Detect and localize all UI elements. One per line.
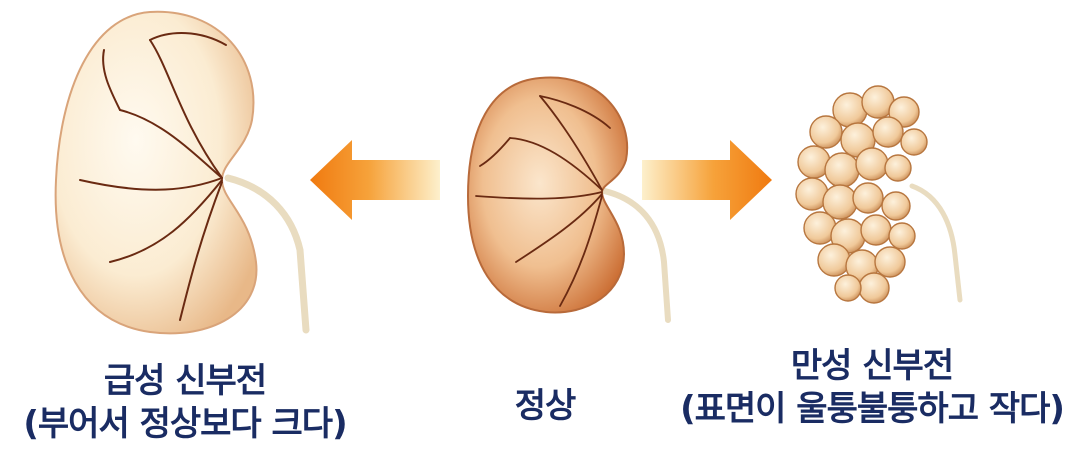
acute-caption-note: (부어서 정상보다 크다) (0, 403, 370, 446)
normal-kidney-body (468, 77, 627, 312)
arrow-left-icon (310, 140, 440, 220)
normal-kidney-illustration (468, 77, 668, 320)
chronic-caption-title: 만성 신부전 (660, 345, 1084, 388)
acute-renal-failure-caption: 급성 신부전 (부어서 정상보다 크다) (0, 360, 370, 445)
chronic-kidney-illustration (796, 86, 960, 303)
arrow-right-icon (642, 140, 772, 220)
normal-caption: 정상 (475, 385, 615, 428)
chronic-caption-note: (표면이 울퉁불퉁하고 작다) (660, 388, 1084, 431)
chronic-kidney-ureter (912, 186, 960, 300)
acute-kidney-illustration (56, 12, 306, 334)
acute-caption-title: 급성 신부전 (0, 360, 370, 403)
chronic-kidney-body (796, 86, 927, 303)
kidney-comparison-illustration (0, 0, 1084, 340)
chronic-renal-failure-caption: 만성 신부전 (표면이 울퉁불퉁하고 작다) (660, 345, 1084, 430)
acute-kidney-body (56, 12, 257, 334)
normal-caption-title: 정상 (475, 385, 615, 428)
